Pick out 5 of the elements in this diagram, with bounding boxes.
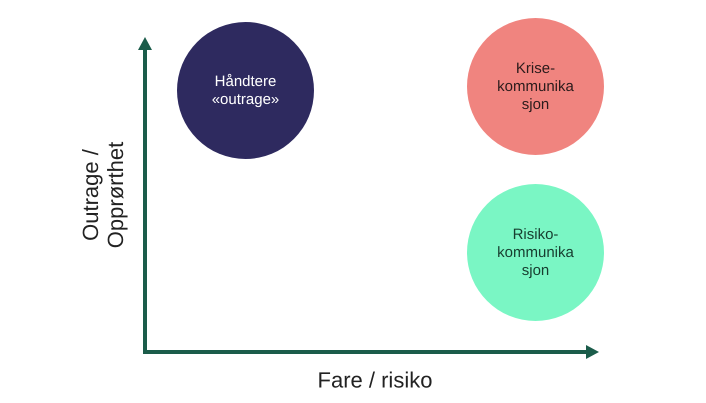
circle-label: Risiko- kommunika sjon bbox=[496, 226, 575, 280]
circle-label: Krise- kommunika sjon bbox=[496, 60, 575, 114]
x-axis-title: Fare / risiko bbox=[316, 368, 434, 392]
y-axis-title: Outrage / Opprørthet bbox=[78, 140, 128, 250]
circle-label: Håndtere «outrage» bbox=[210, 72, 280, 108]
